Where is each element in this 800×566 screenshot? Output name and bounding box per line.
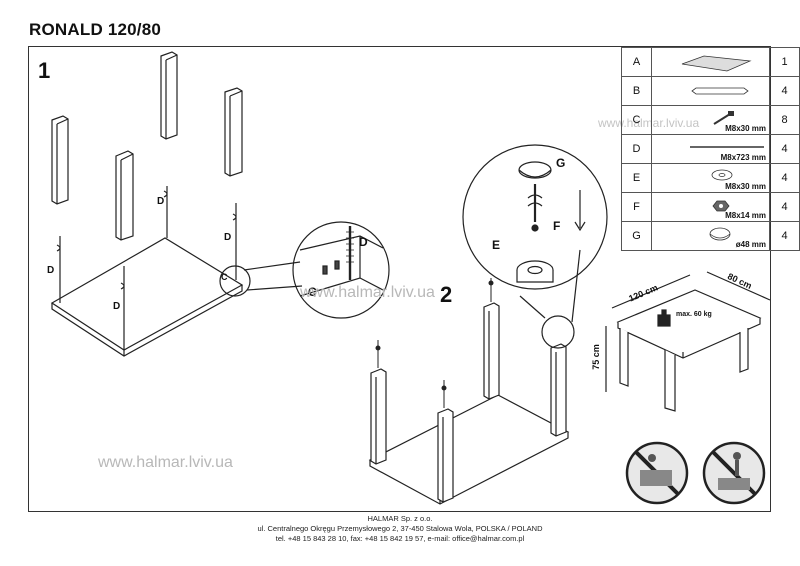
callout-d: D <box>113 301 121 312</box>
cap-icon: ø48 mm <box>651 221 770 251</box>
washer-icon: M8x30 mm <box>651 163 770 193</box>
page-title: RONALD 120/80 <box>29 20 162 39</box>
callout-g: G <box>556 156 566 170</box>
bolts-step2 <box>375 278 494 408</box>
table-dimension-drawing <box>605 271 771 412</box>
callout-f: F <box>553 219 561 233</box>
parts-list-table: A 1 B 4 C M8x30 mm 8 D <box>621 47 800 251</box>
parts-row: D M8x723 mm 4 <box>621 134 800 164</box>
parts-row: B 4 <box>621 76 800 106</box>
part-letter: A <box>621 47 652 77</box>
part-letter: G <box>621 221 652 251</box>
callout-c: C <box>308 285 317 299</box>
legs-b-step1 <box>51 51 243 241</box>
step-number-2: 2 <box>440 282 453 307</box>
watermark: www.halmar.lviv.ua <box>98 454 233 471</box>
footer-company: HALMAR Sp. z o.o. <box>367 514 433 523</box>
part-qty: 4 <box>769 192 800 222</box>
parts-row: A 1 <box>621 47 800 77</box>
part-qty: 1 <box>769 47 800 77</box>
max-load-label: max. 60 kg <box>676 311 712 318</box>
part-spec: M8x723 mm <box>720 153 766 162</box>
parts-row: F M8x14 mm 4 <box>621 192 800 222</box>
warning-icons <box>625 441 766 505</box>
dimension-height: 75 cm <box>590 344 601 370</box>
part-letter: C <box>621 105 652 135</box>
footer-contact: tel. +48 15 843 28 10, fax: +48 15 842 1… <box>275 534 525 543</box>
parts-row: E M8x30 mm 4 <box>621 163 800 193</box>
threaded-rods-d <box>56 186 237 350</box>
tabletop-upside-down <box>50 237 244 357</box>
footer-address: ul. Centralnego Okręgu Przemysłowego 2, … <box>257 524 543 533</box>
part-qty: 4 <box>769 134 800 164</box>
nut-icon: M8x14 mm <box>651 192 770 222</box>
part-qty: 4 <box>769 163 800 193</box>
detail-circle-small <box>219 265 251 297</box>
detail-circle-step2 <box>541 315 575 349</box>
part-spec: ø48 mm <box>735 240 766 249</box>
watermark: www.halmar.lviv.ua <box>300 284 435 301</box>
callout-c-small: C <box>221 272 228 282</box>
part-qty: 4 <box>769 76 800 106</box>
part-qty: 8 <box>769 105 800 135</box>
screw-icon: M8x30 mm <box>651 105 770 135</box>
part-letter: D <box>621 134 652 164</box>
step-number-1: 1 <box>38 58 51 83</box>
callout-d: D <box>47 265 55 276</box>
callout-d-zoom: D <box>359 235 368 249</box>
part-spec: M8x30 mm <box>725 182 766 191</box>
part-letter: B <box>621 76 652 106</box>
callout-d: D <box>157 196 165 207</box>
parts-row: G ø48 mm 4 <box>621 221 800 251</box>
zoom-detail-gfe <box>462 144 608 290</box>
parts-row: C M8x30 mm 8 <box>621 105 800 135</box>
instruction-frame <box>28 46 771 512</box>
part-letter: E <box>621 163 652 193</box>
part-spec: M8x30 mm <box>725 124 766 133</box>
callout-d: D <box>224 232 232 243</box>
zoom-detail-cd <box>292 221 390 319</box>
part-letter: F <box>621 192 652 222</box>
part-qty: 4 <box>769 221 800 251</box>
tabletop-icon <box>651 47 770 77</box>
part-spec: M8x14 mm <box>725 211 766 220</box>
threaded-rod-icon: M8x723 mm <box>651 134 770 164</box>
leg-icon <box>651 76 770 106</box>
table-step2 <box>368 302 570 505</box>
callout-e: E <box>492 238 501 252</box>
footer: HALMAR Sp. z o.o. ul. Centralnego Okręgu… <box>0 514 800 544</box>
